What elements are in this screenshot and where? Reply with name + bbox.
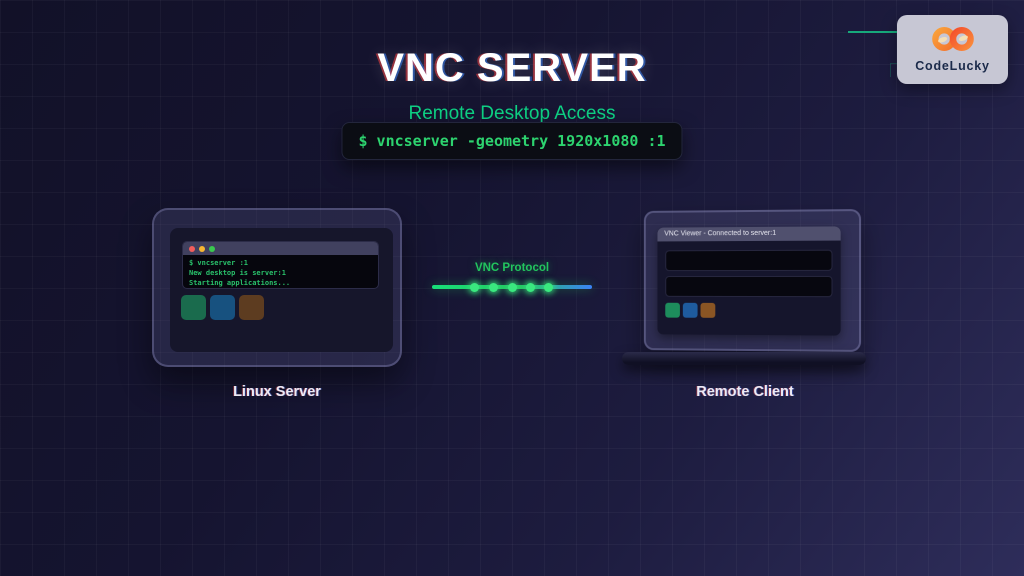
protocol-dot — [470, 282, 479, 292]
server-screen: $ vncserver :1 New desktop is server:1 S… — [170, 228, 393, 352]
vnc-viewer-window: VNC Viewer - Connected to server:1 — [657, 226, 841, 336]
vnc-command-snippet: $ vncserver -geometry 1920x1080 :1 — [341, 122, 683, 160]
linux-server-monitor: $ vncserver :1 New desktop is server:1 S… — [152, 208, 402, 367]
terminal-line: Starting applications... — [189, 279, 291, 287]
remote-client-laptop-screen: VNC Viewer - Connected to server:1 — [643, 209, 862, 352]
protocol-dot — [544, 282, 553, 292]
brand-card: CodeLucky — [897, 15, 1008, 84]
terminal-output: $ vncserver :1 New desktop is server:1 S… — [183, 255, 378, 288]
vnc-viewer-titlebar: VNC Viewer - Connected to server:1 — [657, 226, 841, 242]
terminal-line: New desktop is server:1 — [189, 269, 286, 277]
protocol-dot — [526, 282, 535, 292]
page-title: VNC SERVER — [377, 46, 647, 90]
server-label: Linux Server — [233, 384, 321, 400]
maximize-dot-icon — [209, 245, 215, 252]
mirrored-terminal-bar — [665, 275, 833, 298]
minimize-dot-icon — [199, 245, 205, 252]
protocol-label: VNC Protocol — [474, 262, 550, 274]
server-desktop-icons — [181, 295, 264, 320]
server-terminal-window: $ vncserver :1 New desktop is server:1 S… — [182, 241, 379, 289]
client-label: Remote Client — [696, 384, 794, 400]
protocol-dot — [489, 282, 498, 292]
terminal-titlebar — [183, 242, 378, 255]
app-icon-blue — [682, 302, 698, 318]
protocol-line — [432, 282, 592, 292]
terminal-line: $ vncserver :1 — [189, 259, 249, 267]
mirrored-desktop-icons — [665, 302, 832, 319]
protocol-dot — [508, 282, 517, 292]
mirrored-terminal-bar — [665, 249, 833, 272]
page-subtitle: Remote Desktop Access — [408, 103, 616, 124]
brand-name: CodeLucky — [915, 59, 990, 73]
laptop-base — [622, 352, 866, 365]
decor-line — [848, 31, 898, 33]
app-icon-green — [181, 295, 206, 320]
app-icon-brown — [700, 302, 716, 318]
infinity-logo-icon — [929, 26, 977, 57]
close-dot-icon — [189, 245, 195, 252]
app-icon-brown — [239, 295, 264, 320]
app-icon-green — [665, 302, 680, 318]
app-icon-blue — [210, 295, 235, 320]
vnc-viewer-body — [657, 241, 840, 319]
